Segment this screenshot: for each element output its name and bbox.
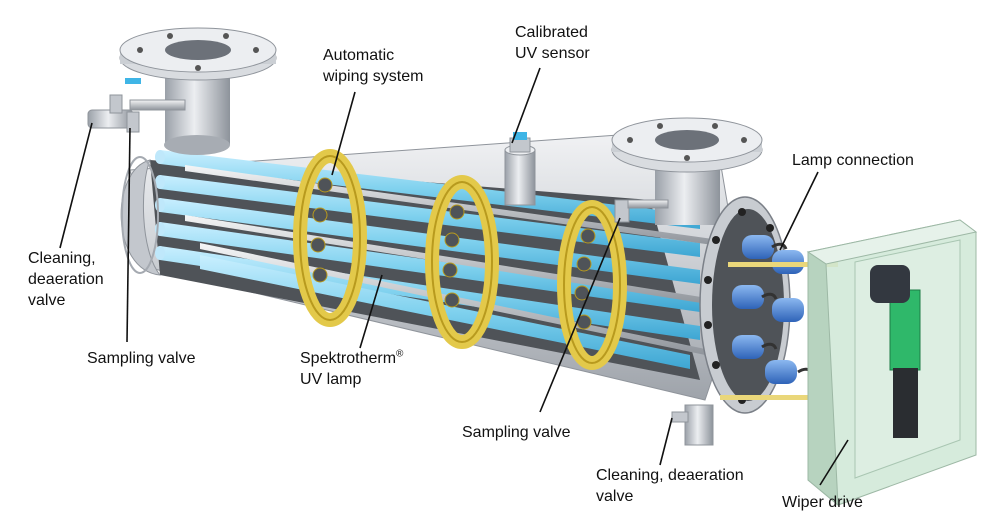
- inlet-nozzle-left: [119, 27, 277, 155]
- lamp-connectors: [720, 235, 838, 400]
- label-uv-lamp-line1: Spektrotherm: [300, 350, 397, 367]
- label-sampling-valve-right: Sampling valve: [462, 422, 571, 443]
- wiper-drive-box: [806, 219, 978, 507]
- leader-sampling-right: [539, 217, 621, 413]
- label-cleaning-left-line3: valve: [28, 292, 66, 309]
- leader-sensor: [511, 67, 541, 144]
- label-uv-lamp-line1-wrap: Spektrotherm®: [300, 348, 403, 369]
- label-uv-lamp-line2: UV lamp: [300, 371, 362, 388]
- leader-wiping: [331, 91, 356, 176]
- leader-cleaning-right: [659, 417, 673, 466]
- label-wiper-drive-line1: Wiper drive: [782, 494, 863, 511]
- label-lamp-connection-line1: Lamp connection: [792, 152, 914, 169]
- label-calibrated-line1: Calibrated: [515, 24, 588, 41]
- leader-lamp-connection: [779, 171, 819, 251]
- label-cleaning-right-line1: Cleaning, deaeration: [596, 467, 744, 484]
- leader-uv-lamp: [359, 274, 383, 349]
- valve-right-bottom: [671, 404, 714, 446]
- left-end-cap: [120, 156, 162, 276]
- wiping-ring-3: [557, 200, 627, 370]
- label-lamp-connection: Lamp connection: [792, 150, 914, 171]
- valve-left-top: [87, 78, 186, 133]
- leader-sampling-left: [126, 127, 131, 343]
- wiping-ring-1: [293, 149, 367, 327]
- label-cleaning-valve-left: Cleaning, deaeration valve: [28, 248, 104, 311]
- leader-lines: [59, 67, 849, 486]
- label-wiper-drive: Wiper drive: [782, 492, 863, 513]
- label-uv-lamp: Spektrotherm® UV lamp: [300, 348, 403, 390]
- label-cleaning-left-line1: Cleaning,: [28, 250, 96, 267]
- label-automatic-wiping-system: Automatic wiping system: [323, 45, 423, 87]
- label-automatic-wiping-line1: Automatic: [323, 47, 395, 64]
- leader-wiper-drive: [819, 439, 849, 486]
- leader-cleaning-left: [59, 122, 93, 249]
- label-automatic-wiping-line2: wiping system: [323, 68, 424, 85]
- label-cleaning-left-line2: deaeration: [28, 271, 104, 288]
- registered-mark: ®: [396, 348, 404, 360]
- label-sampling-valve-left: Sampling valve: [87, 348, 196, 369]
- label-sampling-right-line1: Sampling valve: [462, 424, 571, 441]
- outlet-nozzle-right: [611, 117, 763, 225]
- wiping-ring-2: [425, 175, 499, 349]
- label-sampling-left-line1: Sampling valve: [87, 350, 196, 367]
- wiping-rings: [293, 149, 627, 370]
- uv-sensor: [504, 132, 536, 206]
- label-cleaning-right-line2: valve: [596, 488, 634, 505]
- valve-right-top: [614, 199, 669, 223]
- label-cleaning-valve-right: Cleaning, deaeration valve: [596, 465, 744, 507]
- label-calibrated-uv-sensor: Calibrated UV sensor: [515, 22, 590, 64]
- label-calibrated-line2: UV sensor: [515, 45, 590, 62]
